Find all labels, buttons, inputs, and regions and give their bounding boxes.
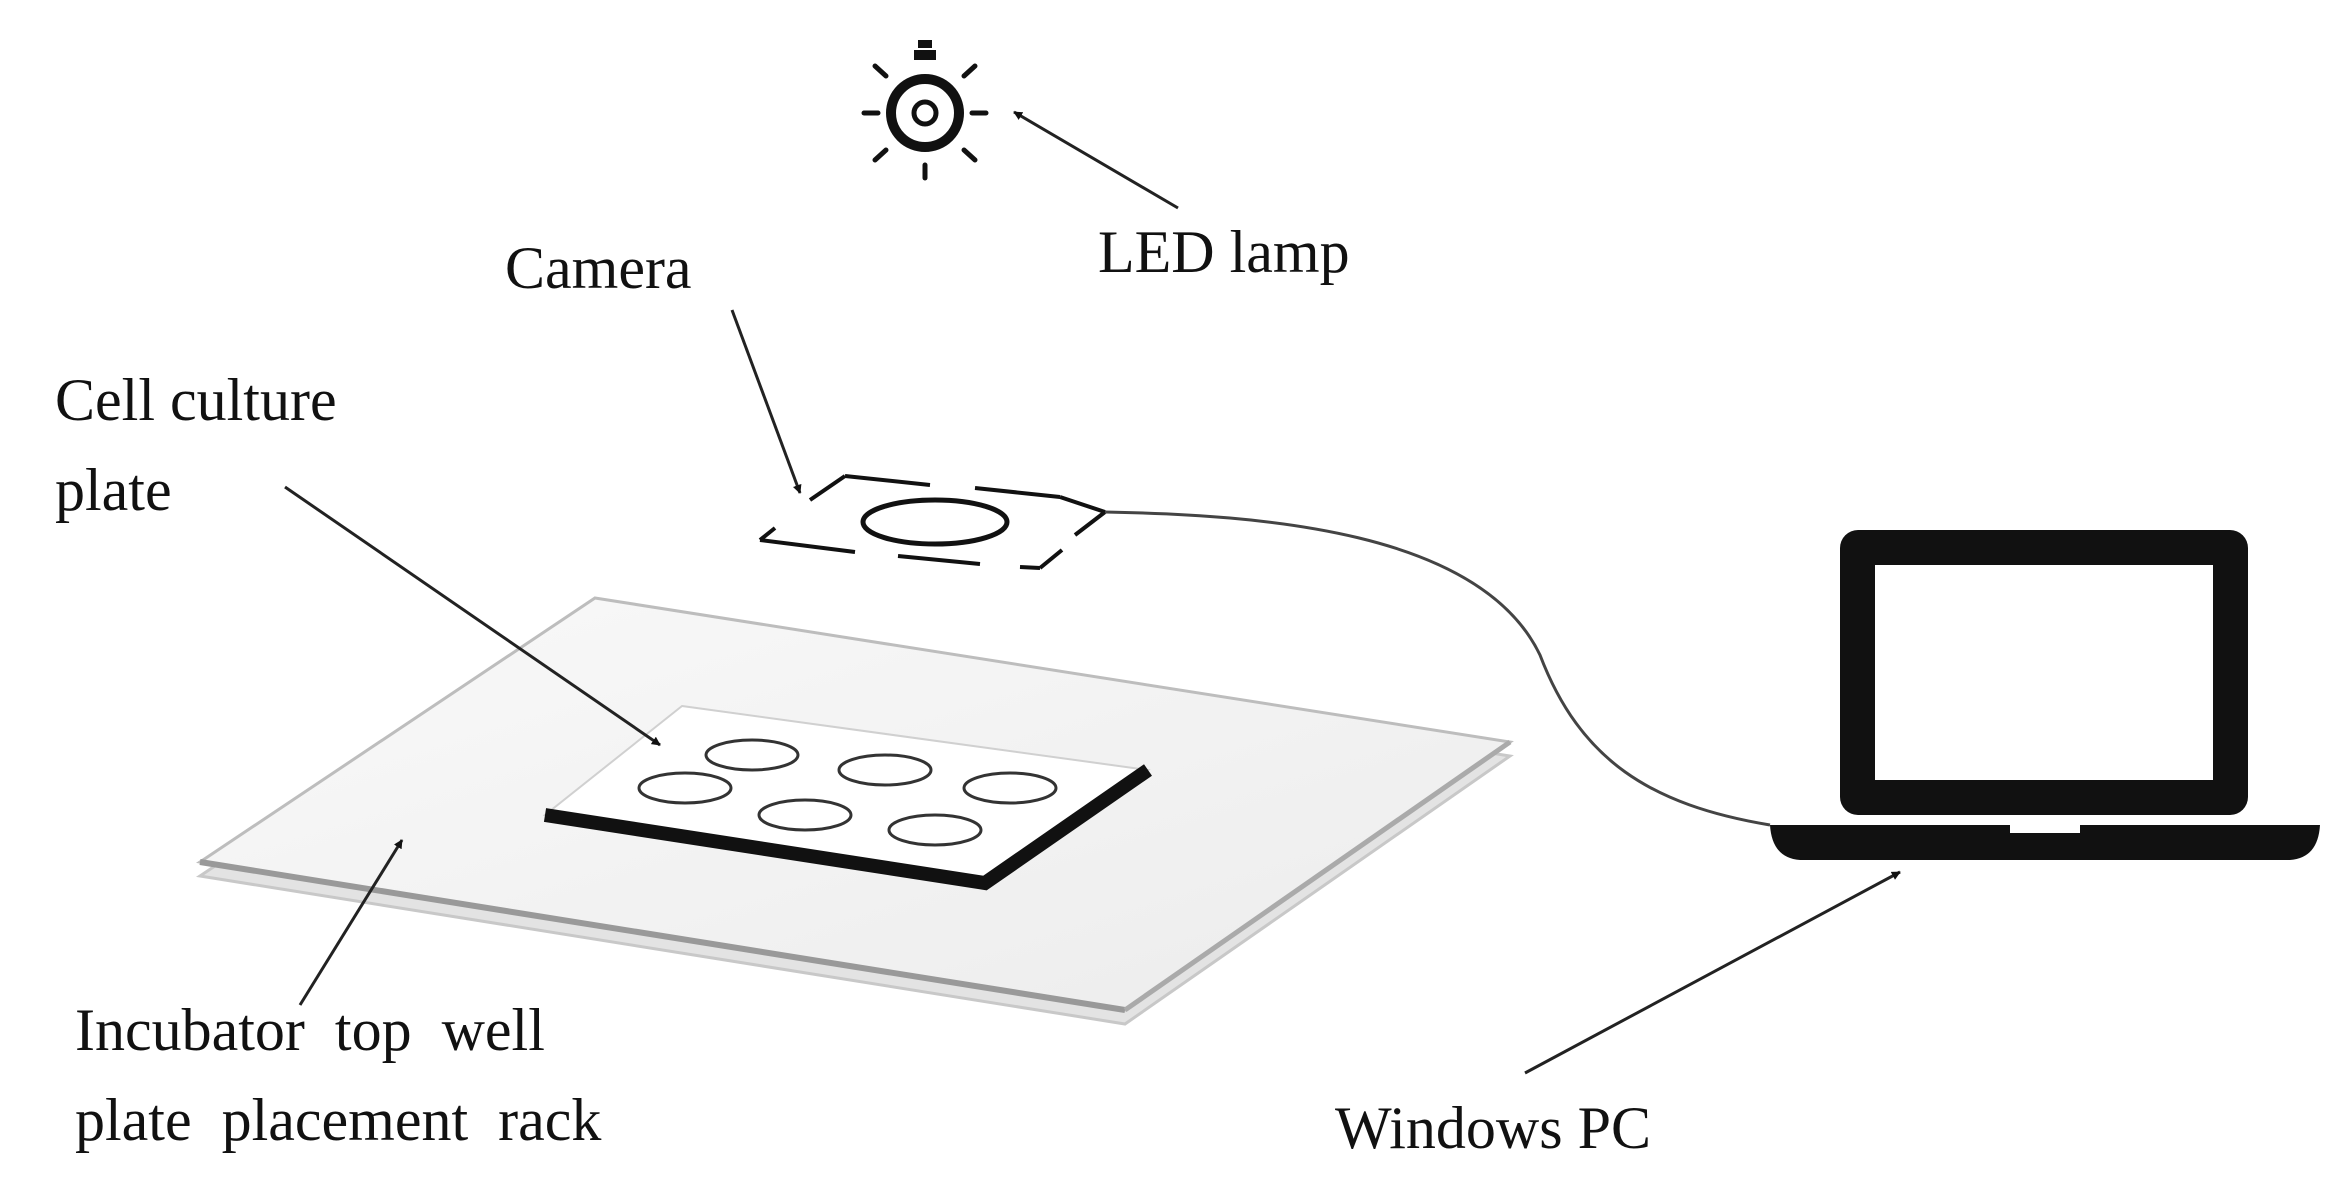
- well-1: [704, 738, 800, 772]
- arrow-camera: [730, 309, 802, 494]
- camera-icon: [758, 474, 1107, 570]
- leader-lines: [284, 110, 1901, 1075]
- label-rack-line2: plate placement rack: [75, 1087, 601, 1153]
- arrow-cell-culture-plate: [284, 485, 661, 747]
- laptop-icon: [1770, 530, 2320, 860]
- label-cell-culture-plate-line1: Cell culture: [55, 367, 337, 433]
- camera-cable: [1104, 510, 1771, 827]
- well-4: [637, 771, 733, 805]
- arrow-led-lamp: [1013, 110, 1179, 210]
- well-5: [757, 798, 853, 832]
- led-lamp-icon: [861, 40, 989, 181]
- label-rack-line1: Incubator top well: [75, 997, 545, 1063]
- plate-wells: [637, 738, 1058, 847]
- label-led-lamp: LED lamp: [1098, 219, 1350, 285]
- well-6: [887, 813, 983, 847]
- label-camera: Camera: [505, 235, 692, 301]
- arrow-windows-pc: [1524, 870, 1901, 1075]
- well-3: [962, 771, 1058, 805]
- cell-culture-plate: [542, 704, 1152, 891]
- label-cell-culture-plate-line2: plate: [55, 457, 172, 523]
- label-windows-pc: Windows PC: [1335, 1095, 1651, 1161]
- arrow-incubator-rack: [298, 839, 404, 1006]
- well-2: [837, 753, 933, 787]
